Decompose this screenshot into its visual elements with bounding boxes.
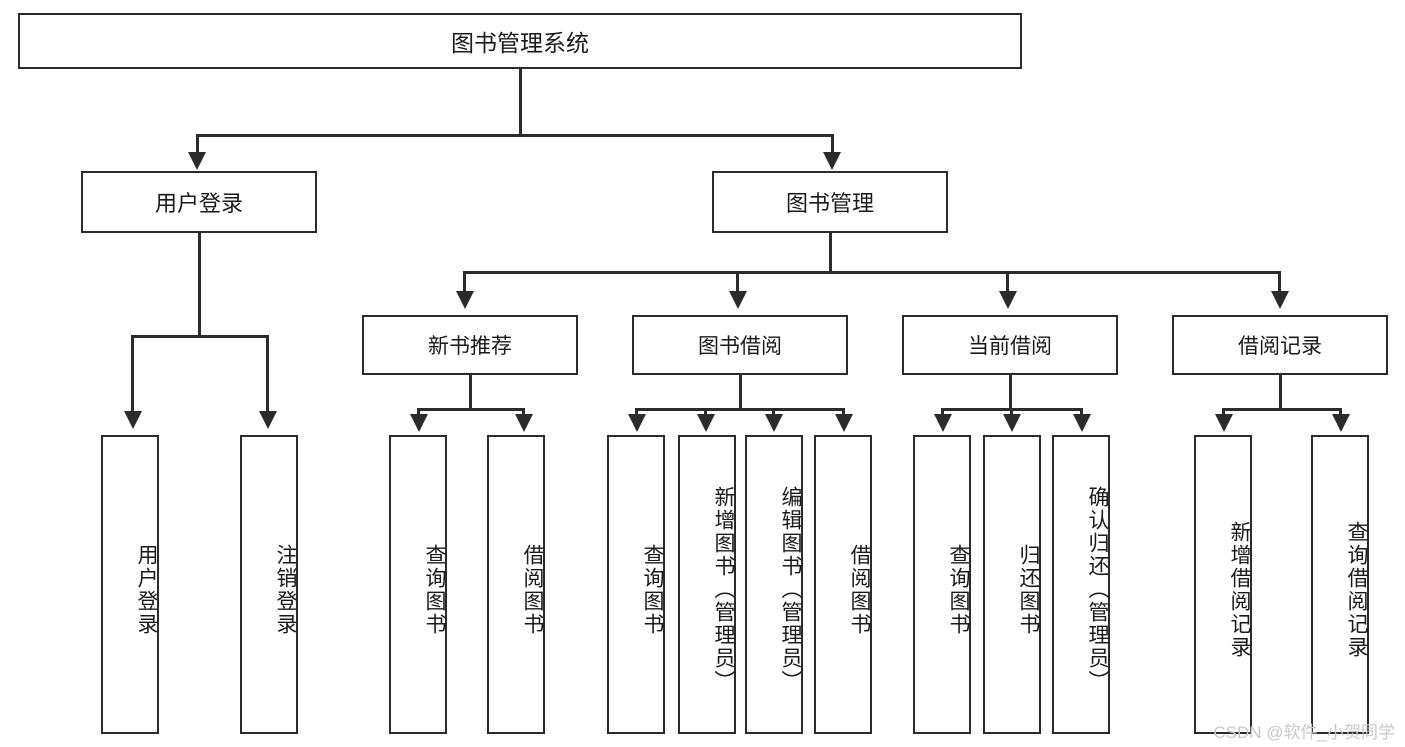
node-user-login[interactable]: 用户登录	[81, 171, 317, 233]
node-book-management[interactable]: 图书管理	[712, 171, 948, 233]
leaf-add-borrow-record[interactable]: 新增借阅记录	[1194, 435, 1252, 734]
arrow-leaf-query-books-3	[934, 414, 952, 432]
leaf-confirm-return-admin-label: 确认归还（管理员）	[1086, 486, 1109, 693]
arrow-leaf-borrow-books-1	[515, 414, 533, 432]
leaf-user-login-label: 用户登录	[135, 543, 158, 636]
connector-level2-bar	[196, 134, 834, 137]
node-book-borrow-label: 图书借阅	[698, 335, 782, 358]
leaf-query-borrow-record[interactable]: 查询借阅记录	[1311, 435, 1369, 734]
csdn-watermark: CSDN @软件_小贺同学	[1213, 723, 1395, 742]
leaf-query-borrow-record-label: 查询借阅记录	[1345, 520, 1368, 659]
connector-book-borrow-leaf4	[842, 408, 845, 416]
leaf-edit-book-admin-label: 编辑图书（管理员）	[779, 486, 802, 693]
connector-root-stem	[519, 69, 522, 134]
arrow-leaf-query-record	[1332, 414, 1350, 432]
connector-borrow-records-leaf2	[1339, 408, 1342, 416]
connector-borrow-records-stem	[1279, 375, 1282, 410]
arrow-leaf-query-books-1	[410, 414, 428, 432]
connector-new-books-bar	[417, 408, 525, 411]
arrow-leaf-borrow-books-2	[835, 414, 853, 432]
arrow-to-user-login	[188, 152, 206, 170]
leaf-return-book[interactable]: 归还图书	[983, 435, 1041, 734]
arrow-to-borrow-records	[1271, 291, 1289, 309]
leaf-add-book-admin[interactable]: 新增图书（管理员）	[678, 435, 736, 734]
leaf-borrow-books-borrow-label: 借阅图书	[848, 543, 871, 636]
leaf-query-books-recommend-label: 查询图书	[423, 543, 446, 636]
arrow-to-new-books	[456, 291, 474, 309]
connector-current-borrow-leaf2	[1010, 408, 1013, 416]
connector-book-borrow-bar	[635, 408, 845, 411]
connector-user-login-stem	[198, 233, 201, 335]
arrow-leaf-query-books-2	[628, 414, 646, 432]
connector-book-borrow-stem	[739, 375, 742, 410]
connector-to-user-login	[196, 134, 199, 154]
arrow-leaf-logout	[259, 411, 277, 429]
leaf-logout[interactable]: 注销登录	[240, 435, 298, 734]
leaf-borrow-books-borrow[interactable]: 借阅图书	[814, 435, 872, 734]
connector-user-login-leaf1	[131, 335, 134, 413]
node-book-borrow[interactable]: 图书借阅	[632, 315, 848, 375]
leaf-return-book-label: 归还图书	[1017, 543, 1040, 636]
arrow-leaf-confirm-return	[1073, 414, 1091, 432]
leaf-query-books-current[interactable]: 查询图书	[913, 435, 971, 734]
connector-new-books-leaf2	[522, 408, 525, 416]
node-book-management-label: 图书管理	[785, 191, 874, 216]
connector-book-mgmt-stem	[829, 233, 832, 273]
node-root[interactable]: 图书管理系统	[18, 13, 1022, 69]
node-current-borrow-label: 当前借阅	[968, 335, 1052, 358]
connector-user-login-leaf2	[266, 335, 269, 413]
arrow-to-book-mgmt	[823, 152, 841, 170]
leaf-edit-book-admin[interactable]: 编辑图书（管理员）	[745, 435, 803, 734]
connector-book-mgmt-bar	[463, 271, 1281, 274]
node-root-label: 图书管理系统	[451, 30, 589, 56]
arrow-leaf-add-book	[697, 414, 715, 432]
leaf-add-borrow-record-label: 新增借阅记录	[1228, 520, 1251, 659]
arrow-leaf-user-login	[124, 411, 142, 429]
arrow-to-current-borrow	[999, 291, 1017, 309]
leaf-borrow-books-recommend-label: 借阅图书	[521, 543, 544, 636]
leaf-query-books-recommend[interactable]: 查询图书	[389, 435, 447, 734]
connector-to-book-mgmt	[831, 134, 834, 154]
connector-to-current-borrow	[1006, 271, 1009, 293]
leaf-query-books-borrow-label: 查询图书	[641, 543, 664, 636]
connector-user-login-bar	[131, 335, 269, 338]
connector-borrow-records-leaf1	[1222, 408, 1225, 416]
connector-to-book-borrow	[736, 271, 739, 293]
leaf-query-books-current-label: 查询图书	[947, 543, 970, 636]
connector-new-books-leaf1	[417, 408, 420, 416]
connector-book-borrow-leaf3	[772, 408, 775, 416]
node-borrow-records-label: 借阅记录	[1238, 335, 1322, 358]
node-borrow-records[interactable]: 借阅记录	[1172, 315, 1388, 375]
leaf-add-book-admin-label: 新增图书（管理员）	[712, 486, 735, 693]
arrow-leaf-add-record	[1215, 414, 1233, 432]
leaf-user-login[interactable]: 用户登录	[101, 435, 159, 734]
arrow-leaf-edit-book	[765, 414, 783, 432]
leaf-confirm-return-admin[interactable]: 确认归还（管理员）	[1052, 435, 1110, 734]
leaf-logout-label: 注销登录	[274, 543, 297, 636]
node-new-book-recommend-label: 新书推荐	[428, 335, 512, 358]
connector-current-borrow-leaf1	[941, 408, 944, 416]
connector-to-borrow-records	[1278, 271, 1281, 293]
arrow-to-book-borrow	[729, 291, 747, 309]
leaf-borrow-books-recommend[interactable]: 借阅图书	[487, 435, 545, 734]
connector-current-borrow-leaf3	[1080, 408, 1083, 416]
connector-book-borrow-leaf2	[704, 408, 707, 416]
connector-new-books-stem	[469, 375, 472, 410]
node-current-borrow[interactable]: 当前借阅	[902, 315, 1118, 375]
connector-to-new-books	[463, 271, 466, 293]
arrow-leaf-return-book	[1003, 414, 1021, 432]
connector-book-borrow-leaf1	[635, 408, 638, 416]
node-new-book-recommend[interactable]: 新书推荐	[362, 315, 578, 375]
leaf-query-books-borrow[interactable]: 查询图书	[607, 435, 665, 734]
node-user-login-label: 用户登录	[154, 191, 243, 216]
connector-borrow-records-bar	[1222, 408, 1342, 411]
connector-current-borrow-stem	[1009, 375, 1012, 410]
